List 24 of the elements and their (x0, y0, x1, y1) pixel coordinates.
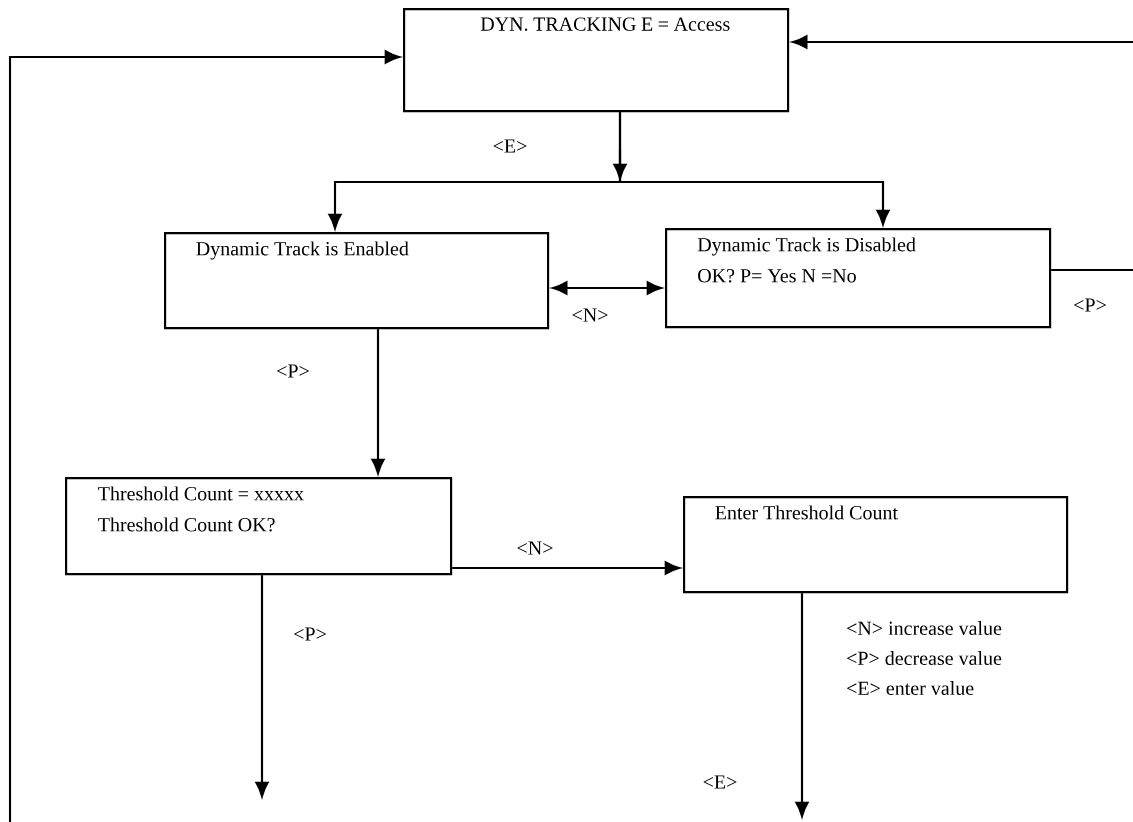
process-box: Threshold Count = xxxxx Threshold Count OK? (65, 477, 453, 576)
arrow (613, 150, 627, 179)
edge-label: <P> (291, 625, 329, 643)
process-box: Enter Threshold Count (683, 496, 1069, 594)
arrow (552, 281, 662, 295)
process-box: Dynamic Track is Disabled OK? P= Yes N =No (665, 228, 1052, 329)
edge-label: <N> (514, 539, 556, 557)
edge-label: <N> (569, 306, 611, 324)
edge-label: <P> (1071, 296, 1109, 314)
key-note: <E> enter value (847, 680, 974, 695)
edge-label: <E> (490, 137, 530, 155)
arrow (452, 561, 680, 575)
arrow (255, 575, 269, 797)
edge-label: <E> (700, 773, 740, 791)
arrow (795, 593, 809, 817)
key-note: <P> decrease value (847, 650, 1002, 665)
key-note: <N> increase value (847, 620, 1002, 635)
process-box: DYN. TRACKING E = Access (403, 8, 790, 113)
edge-label: <P> (274, 362, 312, 380)
process-box: Dynamic Track is Enabled (164, 232, 550, 330)
arrow (618, 112, 890, 225)
arrow (792, 35, 1133, 49)
arrow (371, 329, 385, 474)
arrow (8, 50, 400, 822)
